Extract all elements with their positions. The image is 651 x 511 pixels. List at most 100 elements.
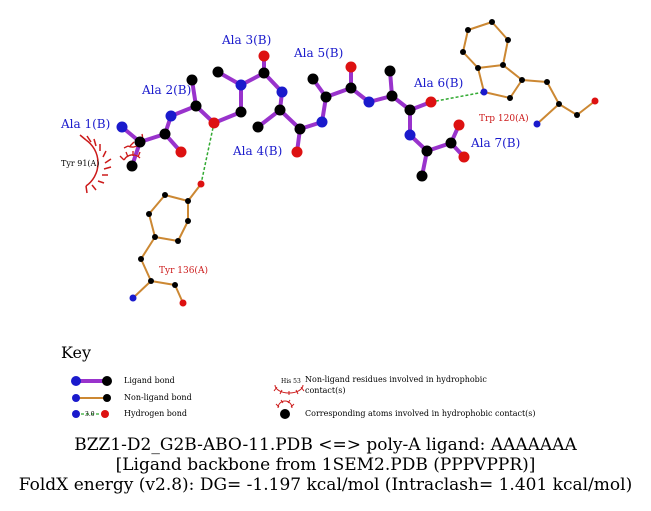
atom-carbon bbox=[235, 106, 247, 118]
nonligand-bond bbox=[477, 64, 504, 69]
residue-labels: Ala 1(B) Ala 2(B) Ala 3(B) Ala 4(B) Ala … bbox=[60, 33, 529, 276]
caption-line2: [Ligand backbone from 1SEM2.PDB (PPPVPPR… bbox=[115, 455, 536, 475]
atom-carbon bbox=[445, 137, 457, 149]
nonligand-bond bbox=[483, 91, 511, 99]
atom-carbon bbox=[465, 27, 471, 33]
atom-carbon bbox=[505, 37, 511, 43]
nonligand-bond bbox=[491, 21, 509, 41]
atom-carbon bbox=[162, 192, 168, 198]
atom-carbon bbox=[574, 112, 580, 118]
atom-carbon bbox=[507, 95, 513, 101]
atom-nitrogen bbox=[316, 116, 328, 128]
key-corresponding-atom-icon bbox=[275, 399, 295, 419]
atom-oxygen bbox=[345, 61, 357, 73]
atom-carbon bbox=[185, 218, 191, 224]
atom-carbon bbox=[148, 278, 154, 284]
atom-carbon bbox=[172, 282, 178, 288]
atom-oxygen bbox=[179, 299, 187, 307]
atom-carbon bbox=[294, 123, 306, 135]
atom-carbon bbox=[519, 77, 525, 83]
atom-nitrogen bbox=[235, 79, 247, 91]
atom-oxygen bbox=[175, 146, 187, 158]
key-hydrophobic-example: His 53 bbox=[281, 378, 301, 385]
nonligand-bond bbox=[467, 21, 493, 31]
atom-nitrogen bbox=[363, 96, 375, 108]
key-hydrophobic-label-line2: contact(s) bbox=[305, 386, 345, 395]
nonligand-bond bbox=[177, 220, 189, 242]
nonligand-bond bbox=[521, 79, 548, 83]
atom-carbon bbox=[416, 170, 428, 182]
nonligand-bond bbox=[462, 51, 479, 69]
atom-oxygen bbox=[258, 50, 270, 62]
nonligand-bond bbox=[140, 258, 152, 282]
caption-line1: BZZ1-D2_G2B-ABO-11.PDB <=> poly-A ligand… bbox=[74, 435, 577, 455]
hydrophobic-arc-tyr91 bbox=[79, 134, 112, 194]
nonligand-bond bbox=[509, 79, 523, 99]
label-ala7: Ala 7(B) bbox=[470, 136, 520, 150]
nonligand-bond bbox=[477, 67, 485, 93]
nonligand-bond bbox=[462, 29, 469, 53]
nonligand-bond bbox=[150, 280, 176, 286]
nonligand-bond bbox=[502, 39, 509, 66]
atom-carbon bbox=[212, 66, 224, 78]
key-hbond-o-atom bbox=[101, 410, 109, 418]
key-nonligand-bond-label: Non-ligand bond bbox=[124, 393, 192, 402]
nonligand-bond bbox=[558, 103, 578, 116]
atom-nitrogen bbox=[165, 110, 177, 122]
atom-carbon bbox=[159, 128, 171, 140]
hydrogen-bond bbox=[430, 91, 485, 103]
hydrogen-bond bbox=[200, 122, 215, 185]
key-title: Key bbox=[61, 343, 91, 362]
key-ligand-n-atom bbox=[71, 376, 81, 386]
label-ala5: Ala 5(B) bbox=[293, 46, 343, 60]
key-corresponding-atoms-label: Corresponding atoms involved in hydropho… bbox=[305, 409, 536, 418]
atom-oxygen bbox=[591, 97, 599, 105]
key-hbond-label: Hydrogen bond bbox=[124, 409, 187, 418]
atom-carbon bbox=[258, 67, 270, 79]
atom-carbon bbox=[274, 104, 286, 116]
hydrogen-bonds bbox=[200, 91, 485, 185]
key-hydrophobic-label-line1: Non-ligand residues involved in hydropho… bbox=[305, 375, 487, 384]
key-hbond-distance: 3.0 bbox=[85, 411, 95, 418]
atom-nitrogen bbox=[129, 294, 137, 302]
atom-carbon bbox=[386, 90, 398, 102]
atom-carbon bbox=[185, 198, 191, 204]
label-ala3: Ala 3(B) bbox=[221, 33, 271, 47]
atom-oxygen bbox=[208, 117, 220, 129]
atom-carbon bbox=[252, 121, 264, 133]
atoms bbox=[116, 19, 599, 307]
atom-carbon bbox=[190, 100, 202, 112]
atom-nitrogen bbox=[533, 120, 541, 128]
nonligand-bond bbox=[576, 100, 596, 116]
key-hydrophobic-arc-icon bbox=[273, 384, 305, 395]
atom-nitrogen bbox=[480, 88, 488, 96]
atom-oxygen bbox=[425, 96, 437, 108]
atom-nitrogen bbox=[276, 86, 288, 98]
key-nonligand-c-atom bbox=[103, 394, 111, 402]
atom-carbon bbox=[186, 74, 198, 86]
atom-carbon bbox=[175, 238, 181, 244]
nonligand-bond bbox=[148, 213, 156, 238]
atom-carbon bbox=[152, 234, 158, 240]
atom-carbon bbox=[345, 82, 357, 94]
atom-carbon bbox=[489, 19, 495, 25]
atom-carbon bbox=[307, 73, 319, 85]
key-legend: Key Ligand bond Non-ligand bond 3.0 Hydr… bbox=[61, 343, 536, 419]
label-ala6: Ala 6(B) bbox=[413, 76, 463, 90]
nonligand-bond bbox=[140, 236, 156, 260]
atom-oxygen bbox=[453, 119, 465, 131]
key-ligand-bond-label: Ligand bond bbox=[124, 376, 175, 385]
atom-carbon bbox=[146, 211, 152, 217]
atom-nitrogen bbox=[404, 129, 416, 141]
nonligand-bond bbox=[132, 280, 152, 299]
atom-carbon bbox=[460, 49, 466, 55]
atom-carbon bbox=[138, 256, 144, 262]
label-trp120: Trp 120(A) bbox=[479, 113, 529, 124]
label-tyr136: Tyr 136(A) bbox=[159, 265, 208, 276]
caption-line3: FoldX energy (v2.8): DG= -1.197 kcal/mol… bbox=[18, 475, 633, 495]
nonligand-bond bbox=[546, 81, 560, 105]
key-ligand-c-atom bbox=[102, 376, 112, 386]
label-ala1: Ala 1(B) bbox=[60, 117, 110, 131]
label-ala4: Ala 4(B) bbox=[232, 144, 282, 158]
